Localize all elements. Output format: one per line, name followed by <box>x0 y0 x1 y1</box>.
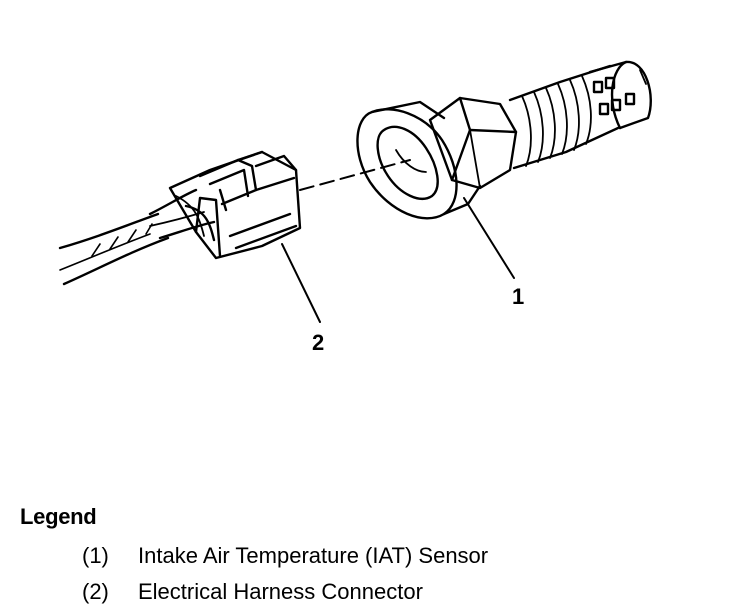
callout-leader-2 <box>281 243 321 323</box>
legend-title: Legend <box>20 504 97 529</box>
legend-item-key: (2) <box>82 579 109 604</box>
callout-1: 1 <box>512 284 524 309</box>
legend-item-text: Electrical Harness Connector <box>138 579 423 604</box>
legend: Legend (1) Intake Air Temperature (IAT) … <box>20 504 720 610</box>
wire-harness <box>58 188 216 286</box>
callout-2: 2 <box>312 330 324 355</box>
harness-connector <box>168 150 302 260</box>
legend-item: (2) Electrical Harness Connector <box>20 574 720 610</box>
iat-sensor <box>356 60 652 220</box>
callout-leader-1 <box>463 197 515 279</box>
legend-item-key: (1) <box>82 543 109 568</box>
legend-item: (1) Intake Air Temperature (IAT) Sensor <box>20 538 720 574</box>
legend-item-text: Intake Air Temperature (IAT) Sensor <box>138 543 489 568</box>
sensor-connector-illustration: 1 2 <box>58 60 652 355</box>
alignment-line <box>299 159 411 191</box>
